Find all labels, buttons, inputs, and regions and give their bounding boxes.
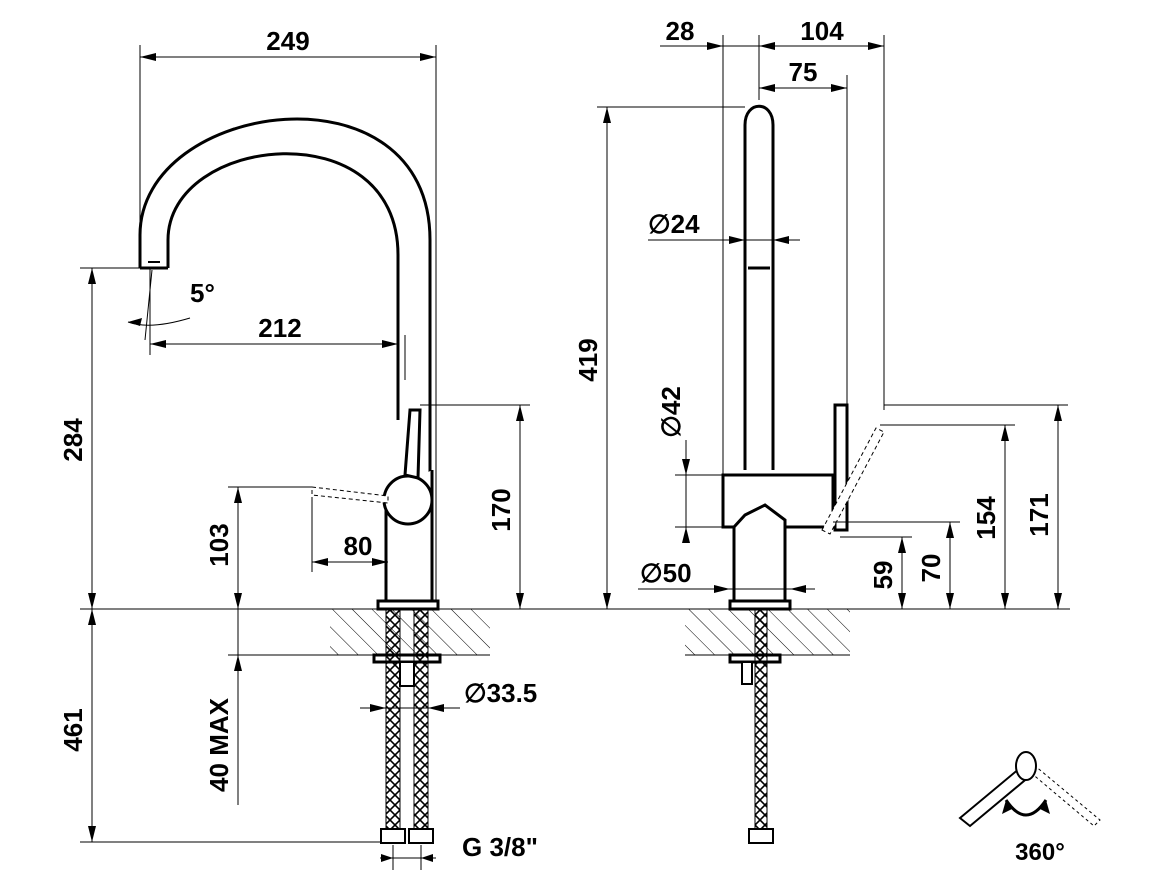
arrow [729, 236, 745, 244]
spout-inner [166, 152, 400, 420]
arrow [1054, 405, 1062, 421]
arrow [234, 655, 242, 671]
arrow [370, 704, 386, 712]
dim-label-side-height-total: 419 [573, 338, 603, 381]
swivel-rotation-label: 360° [1015, 839, 1065, 866]
arrow [1001, 425, 1009, 441]
base-ring [376, 599, 440, 611]
swivel-icon: 360° [958, 751, 1101, 866]
dim-label-lever-length: 80 [344, 531, 373, 561]
lever-hub [382, 474, 434, 526]
dim-label-body-height: 70 [916, 554, 946, 583]
arrow [234, 593, 242, 609]
dim-label-lever-tip-height: 154 [971, 496, 1001, 540]
angle-line [144, 269, 153, 341]
dim-label-lever-axis-height: 103 [204, 523, 234, 566]
dim-label-offset-rear: 28 [666, 16, 695, 46]
dim-label-lever-top-height: 171 [1024, 493, 1054, 536]
arrow [382, 340, 398, 348]
arrow [1054, 593, 1062, 609]
dim-label-lever-height: 170 [486, 488, 516, 531]
arrow [714, 585, 730, 593]
dim-label-below-deck-total: 461 [58, 708, 88, 751]
arrow [150, 340, 166, 348]
dim-label-body-diameter: ∅42 [656, 386, 686, 438]
front-view: 249 212 5° 284 170 103 [58, 26, 1070, 870]
dim-label-width-total: 249 [266, 26, 309, 56]
arrow [831, 84, 847, 92]
arrow [381, 854, 393, 862]
hose-nut-left [380, 828, 406, 844]
dim-label-depth-lever: 75 [789, 57, 818, 87]
arrow [898, 537, 906, 553]
fixing-nut [372, 653, 442, 664]
fixing-rod [399, 661, 415, 687]
lever-alt-position-side [821, 427, 885, 535]
spout-outer [138, 117, 432, 600]
arrow [88, 826, 96, 842]
lever-alt-position [311, 486, 389, 504]
arrow [1002, 800, 1014, 814]
dim-label-connection-thread: G 3/8" [462, 832, 538, 862]
arrow [88, 268, 96, 284]
fixing-rod-side [741, 661, 753, 685]
dim-label-depth-total: 104 [800, 16, 844, 46]
arrow [603, 107, 611, 123]
arrow [420, 53, 436, 61]
side-view: 28 104 75 419 ∅24 ∅42 ∅50 171 [573, 16, 1068, 844]
arrow [128, 318, 142, 326]
arrow [234, 487, 242, 503]
arrow [428, 704, 444, 712]
arrow [140, 53, 156, 61]
dim-label-height-total: 284 [58, 418, 88, 462]
arrow [603, 593, 611, 609]
arrow [946, 522, 954, 538]
arrow [1001, 593, 1009, 609]
dim-label-spout-angle: 5° [190, 278, 215, 308]
spout-tube [743, 104, 775, 470]
dim-label-base-diameter: ∅50 [640, 558, 692, 588]
dim-label-hole-diameter: ∅33.5 [464, 678, 537, 708]
dim-label-spout-diameter: ∅24 [648, 209, 700, 239]
arrow [898, 593, 906, 609]
supply-hose-side [754, 608, 768, 830]
supply-hose-left [385, 608, 401, 830]
hose-nut-side [748, 828, 774, 844]
arrow [516, 405, 524, 421]
arrow [790, 585, 806, 593]
arrow [88, 593, 96, 609]
hose-nut-right [408, 828, 434, 844]
arrow [682, 527, 690, 543]
countertop-section-left [330, 609, 490, 655]
arrow [88, 609, 96, 625]
arrow [372, 558, 388, 566]
base-ring-side [728, 599, 792, 611]
mixer-stem-side [732, 503, 787, 605]
arrow [773, 236, 789, 244]
supply-hose-right [413, 608, 429, 830]
arrow [1038, 800, 1050, 814]
arrow [946, 593, 954, 609]
arrow [759, 42, 775, 50]
dim-label-lever-base-height: 59 [868, 561, 898, 590]
dim-label-spout-reach: 212 [258, 313, 301, 343]
arrow [421, 854, 433, 862]
arrow [682, 459, 690, 475]
arrow [707, 42, 723, 50]
arrow [759, 84, 775, 92]
arrow [312, 558, 328, 566]
lever-handle [403, 408, 422, 480]
arrow [868, 42, 884, 50]
arrow [516, 593, 524, 609]
dim-label-deck-thickness: 40 MAX [204, 697, 234, 792]
